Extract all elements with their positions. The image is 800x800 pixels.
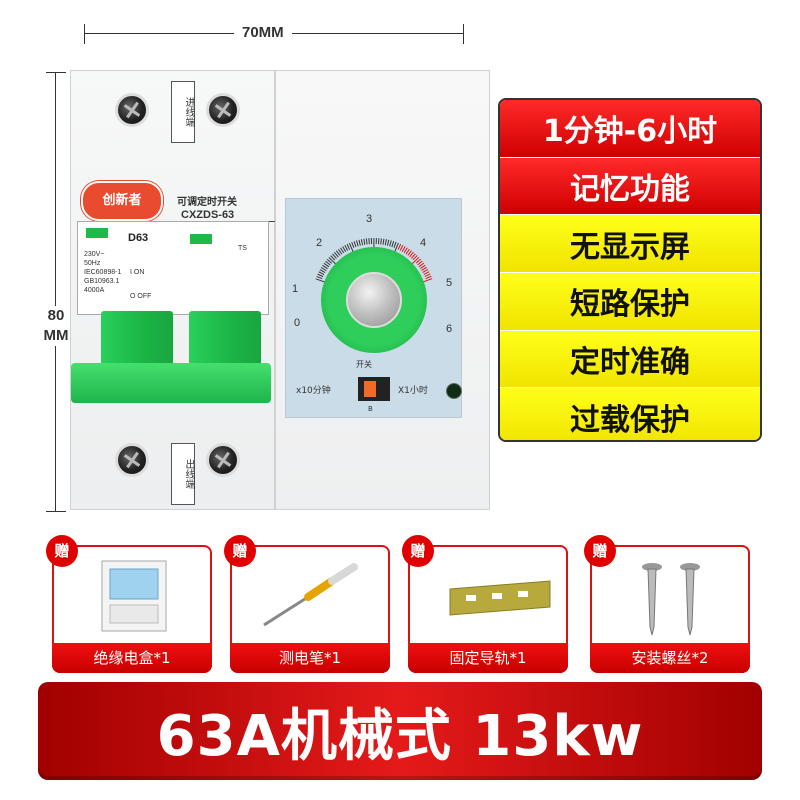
feature-accurate-timing: 定时准确 xyxy=(500,330,760,389)
bottom-screw-2 xyxy=(206,443,240,477)
feature-short-circuit: 短路保护 xyxy=(500,273,760,331)
timer-knob[interactable] xyxy=(321,247,427,353)
dial-num-1: 1 xyxy=(292,283,299,295)
width-label: 70MM xyxy=(234,24,292,41)
gift-card-test-pen: 赠 测电笔*1 xyxy=(224,535,390,673)
dial-num-0: 0 xyxy=(294,317,301,329)
model-title: 可调定时开关 xyxy=(177,197,237,208)
breaker-module: 进线端 创新者 可调定时开关 CXZDS-63 D63 230V~ 50Hz I… xyxy=(70,70,276,510)
gift-card-box: 赠 绝缘电盒*1 xyxy=(46,535,212,673)
width-dimension: 70MM xyxy=(84,22,464,46)
bottom-banner: 63A机械式 13kw xyxy=(38,682,762,780)
indicator-window-2 xyxy=(190,234,212,244)
switch-right-label: X1小时 xyxy=(398,386,428,396)
model-plate: 可调定时开关 CXZDS-63 xyxy=(171,189,276,222)
spec-line-1: 230V~ xyxy=(84,251,105,258)
height-dimension: 80 MM xyxy=(34,72,78,512)
breaker-rating: D63 xyxy=(128,232,149,244)
switch-left-label: x10分钟 xyxy=(296,386,331,396)
gift-card-screws: 赠 安装螺丝*2 xyxy=(584,535,750,673)
model-code: CXZDS-63 xyxy=(181,209,235,221)
terminal-out-tag: 出线端 xyxy=(171,443,195,505)
terminal-in-tag: 进线端 xyxy=(171,81,195,143)
off-label: O OFF xyxy=(130,293,152,300)
spec-line-2: 50Hz xyxy=(84,260,101,267)
indicator-window-1 xyxy=(86,228,108,238)
feature-time-range: 1分钟-6小时 xyxy=(500,100,760,158)
switch-bottom-label: B xyxy=(368,405,373,413)
dial-num-6: 6 xyxy=(446,323,453,335)
spec-line-4: GB10963.1 xyxy=(84,278,120,285)
dial-num-4: 4 xyxy=(420,237,427,249)
gift-badge: 赠 xyxy=(224,535,256,567)
feature-no-display: 无显示屏 xyxy=(500,215,760,274)
bottom-screw-1 xyxy=(115,443,149,477)
gift-caption: 绝缘电盒*1 xyxy=(52,643,212,673)
dial-num-3: 3 xyxy=(366,213,373,225)
gift-caption: 测电笔*1 xyxy=(230,643,390,673)
dial-num-2: 2 xyxy=(316,237,323,249)
gift-badge: 赠 xyxy=(402,535,434,567)
gift-card-din-rail: 赠 固定导轨*1 xyxy=(402,535,568,673)
switch-top-label: 开关 xyxy=(356,360,372,369)
spec-line-5: 4000A xyxy=(84,287,105,294)
feature-overload: 过载保护 xyxy=(500,388,760,440)
range-switch[interactable] xyxy=(358,377,390,401)
ts-label: TS xyxy=(238,245,247,252)
gift-caption: 固定导轨*1 xyxy=(408,643,568,673)
test-pen-icon xyxy=(232,555,388,639)
range-switch-row: x10分钟 X1小时 xyxy=(296,377,462,405)
screw-icon xyxy=(592,555,748,639)
breaker-handle-bar[interactable] xyxy=(71,363,271,403)
top-screw-1 xyxy=(115,93,149,127)
feature-memory: 记忆功能 xyxy=(500,157,760,216)
spec-line-3: IEC60898-1 xyxy=(84,269,122,276)
timer-switch-device: 进线端 创新者 可调定时开关 CXZDS-63 D63 230V~ 50Hz I… xyxy=(70,70,490,510)
feature-list: 1分钟-6小时 记忆功能 无显示屏 短路保护 定时准确 过载保护 xyxy=(498,98,762,442)
status-led xyxy=(446,383,462,399)
dial-num-5: 5 xyxy=(446,277,453,289)
din-rail-icon xyxy=(410,555,566,639)
brand-logo: 创新者 xyxy=(81,181,163,221)
distribution-box-icon xyxy=(54,555,210,639)
timer-face: 0 1 2 3 4 5 6 开关 x10分钟 X1小时 B xyxy=(285,198,462,418)
gift-badge: 赠 xyxy=(46,535,78,567)
gift-badge: 赠 xyxy=(584,535,616,567)
spec-plate: D63 230V~ 50Hz IEC60898-1 GB10963.1 4000… xyxy=(77,221,269,315)
top-screw-2 xyxy=(206,93,240,127)
on-label: I ON xyxy=(130,269,145,276)
timer-knob-cap xyxy=(346,272,402,328)
gift-caption: 安装螺丝*2 xyxy=(590,643,750,673)
